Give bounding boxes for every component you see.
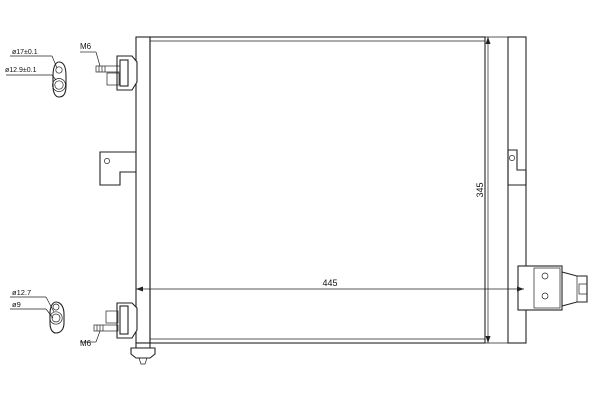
bottom-flange-detail [49, 301, 65, 334]
right-bracket-hole [509, 155, 515, 161]
right-header-tank [507, 36, 527, 344]
left-lower-fitting [93, 302, 138, 339]
right-mounting-bracket [507, 149, 527, 186]
left-header-tank [135, 36, 151, 344]
top-flange-detail [52, 61, 67, 98]
receiver-drier-block [517, 265, 588, 311]
bottom-thread-label: M6 [80, 339, 92, 348]
height-dimension-line [485, 37, 491, 343]
left-upper-fitting [95, 55, 138, 91]
condenser-core [149, 36, 486, 344]
top-outer-diameter-label: ø17±0.1 [12, 49, 38, 56]
height-dimension-label: 345 [475, 182, 485, 197]
width-dimension-line [136, 286, 524, 292]
bottom-inner-diameter-label: ø9 [12, 300, 21, 309]
top-inner-diameter-label: ø12.9±0.1 [5, 67, 37, 74]
bottom-drain-plug [130, 342, 156, 365]
bottom-outer-diameter-label: ø12.7 [12, 288, 31, 297]
leader-lines [6, 51, 101, 343]
left-bracket-hole [104, 158, 110, 164]
left-mounting-bracket [99, 151, 136, 186]
width-dimension-label: 445 [322, 278, 337, 288]
top-thread-label: M6 [80, 42, 92, 51]
